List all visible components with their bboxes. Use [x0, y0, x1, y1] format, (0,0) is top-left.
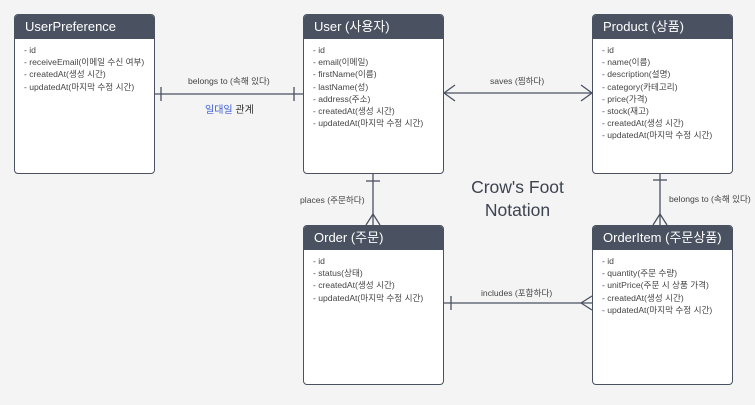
entity-order[interactable]: Order (주문) - id - status(상태) - createdAt… — [303, 225, 444, 385]
entity-orderitem-title: OrderItem (주문상품) — [593, 226, 732, 250]
field: - id — [602, 256, 614, 266]
entity-orderitem-fields: - id - quantity(주문 수량) - unitPrice(주문 시 … — [593, 255, 732, 316]
entity-product-title: Product (상품) — [593, 15, 732, 39]
entity-orderitem[interactable]: OrderItem (주문상품) - id - quantity(주문 수량) … — [592, 225, 733, 385]
entity-user-fields: - id - email(이메일) - firstName(이름) - last… — [304, 44, 443, 129]
field: - email(이메일) — [313, 57, 369, 68]
diagram-title-line-2: Notation — [484, 200, 551, 220]
rel-label-one-to-one-rest: 관계 — [232, 105, 254, 116]
rel-label-belongs-to-product: belongs to (속해 있다) — [669, 194, 751, 204]
field: - price(가격) — [602, 93, 648, 104]
field: - id — [313, 45, 325, 55]
entity-user[interactable]: User (사용자) - id - email(이메일) - firstName… — [303, 14, 444, 174]
rel-user-product-crow-left — [443, 84, 456, 102]
field: - description(설명) — [602, 69, 671, 80]
field: - createdAt(생성 시간) — [313, 280, 395, 291]
field: - updatedAt(마지막 수정 시간) — [24, 81, 135, 92]
field: - updatedAt(마지막 수정 시간) — [313, 292, 424, 303]
field: - createdAt(생성 시간) — [313, 106, 395, 117]
field: - updatedAt(마지막 수정 시간) — [313, 118, 424, 129]
field: - status(상태) — [313, 268, 363, 279]
field: - category(카테고리) — [602, 81, 678, 92]
entity-product[interactable]: Product (상품) - id - name(이름) - descripti… — [592, 14, 733, 174]
field: - firstName(이름) — [313, 69, 377, 80]
entity-product-fields: - id - name(이름) - description(설명) - cate… — [593, 44, 732, 142]
field: - updatedAt(마지막 수정 시간) — [602, 130, 713, 141]
entity-user-title: User (사용자) — [304, 15, 443, 39]
field: - createdAt(생성 시간) — [24, 69, 106, 80]
field: - unitPrice(주문 시 상품 가격) — [602, 280, 709, 291]
field: - address(주소) — [313, 93, 371, 104]
rel-label-one-to-one-highlight: 일대일 — [205, 105, 233, 116]
diagram-title-line-1: Crow's Foot — [471, 177, 564, 197]
field: - quantity(주문 수량) — [602, 268, 678, 279]
rel-label-belongs-to-user: belongs to (속해 있다) — [188, 76, 270, 86]
field: - name(이름) — [602, 57, 651, 68]
rel-order-orderitem-crow — [580, 295, 593, 311]
entity-userpreference-fields: - id - receiveEmail(이메일 수신 여부) - created… — [15, 44, 154, 93]
rel-label-places: places (주문하다) — [300, 195, 365, 205]
rel-user-order-crow — [365, 213, 381, 226]
entity-userpreference-title: UserPreference — [15, 15, 154, 39]
field: - id — [24, 45, 36, 55]
field: - lastName(성) — [313, 81, 369, 92]
entity-order-fields: - id - status(상태) - createdAt(생성 시간) - u… — [304, 255, 443, 304]
rel-label-includes: includes (포함하다) — [481, 288, 553, 298]
field: - createdAt(생성 시간) — [602, 292, 684, 303]
rel-label-one-to-one: 일대일 관계 — [205, 101, 254, 116]
field: - receiveEmail(이메일 수신 여부) — [24, 57, 145, 68]
rel-product-orderitem-crow — [652, 213, 668, 226]
field: - stock(재고) — [602, 106, 649, 117]
field: - createdAt(생성 시간) — [602, 118, 684, 129]
diagram-title: Crow's Foot Notation — [455, 176, 580, 222]
rel-label-saves: saves (찜하다) — [490, 76, 545, 86]
field: - id — [313, 256, 325, 266]
rel-user-product-crow-right — [580, 84, 593, 102]
entity-order-title: Order (주문) — [304, 226, 443, 250]
field: - id — [602, 45, 614, 55]
entity-userpreference[interactable]: UserPreference - id - receiveEmail(이메일 수… — [14, 14, 155, 174]
field: - updatedAt(마지막 수정 시간) — [602, 304, 713, 315]
